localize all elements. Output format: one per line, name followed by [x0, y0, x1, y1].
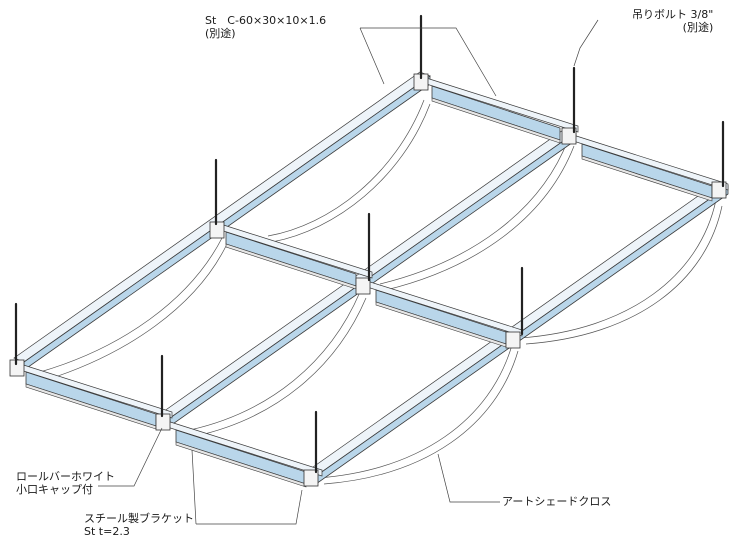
cloth-leader	[437, 453, 500, 503]
bracket-label: スチール製ブラケット St t=2.3	[84, 512, 194, 538]
hanger-rods	[14, 14, 725, 474]
long-beam-a-top	[13, 71, 431, 363]
cross-beam-3-face	[225, 231, 357, 287]
cloth-label: アートシェードクロス	[502, 495, 611, 508]
bracket-thickness-text: St t=2.3	[84, 525, 130, 538]
cross-beam-4-face	[375, 289, 507, 345]
bracket-joint-6	[505, 331, 521, 349]
cloth-drape-2	[39, 237, 223, 373]
channel-leader	[359, 27, 497, 97]
roll-bar-text: ロールバーホワイト	[16, 470, 115, 483]
bolt-label: 吊りボルト 3/8" (別途)	[632, 8, 713, 34]
cloth-drape-1	[267, 99, 425, 237]
cross-beam-2-under	[581, 155, 713, 202]
cloth-drape-5b	[525, 205, 723, 345]
long-beam-b-face	[169, 131, 577, 427]
bolt-leader	[573, 19, 599, 67]
bolt-note-text: (別途)	[682, 21, 714, 34]
cloth-drape-2b	[45, 245, 227, 381]
cross-beam-6-face	[175, 429, 307, 485]
bracket-leader	[191, 449, 303, 525]
channel-label: St C-60×30×10×1.6 (別途)	[205, 14, 326, 40]
cloth-text: アートシェードクロス	[502, 495, 612, 508]
channel-spec-text: St C-60×30×10×1.6	[205, 14, 327, 27]
cloth-drape-6b	[323, 350, 519, 485]
channel-note-text: (別途)	[205, 27, 236, 40]
cross-beam-1-face	[431, 85, 561, 141]
bolt-spec-text: 吊りボルト 3/8"	[632, 8, 714, 21]
cross-beam-1-under	[431, 97, 561, 144]
cross-beam-5-face	[25, 371, 157, 427]
cloth-drape-1b	[271, 103, 431, 243]
cloth-drape-3b	[385, 145, 575, 291]
roll-bar-cap-text: 小口キャップ付	[16, 483, 93, 496]
cross-beams	[13, 75, 729, 488]
roll-bar-leader	[98, 427, 163, 487]
cloth-drape-4b	[195, 297, 367, 437]
cloth-drapes	[39, 99, 723, 485]
cross-beam-2-face	[581, 143, 713, 199]
bracket-joint-9	[303, 469, 319, 487]
leader-lines	[98, 19, 599, 525]
cloth-drape-3	[379, 139, 569, 285]
bracket-joint-5	[355, 277, 371, 295]
bracket-joint-2	[561, 127, 577, 145]
cloth-drape-5	[519, 199, 717, 339]
cloth-drape-6	[317, 344, 513, 479]
bracket-material-text: スチール製ブラケット	[84, 512, 194, 525]
cross-beam-6-under	[175, 441, 307, 488]
cloth-drape-4	[189, 291, 361, 431]
roll-bar-label: ロールバーホワイト 小口キャップ付	[16, 470, 115, 496]
